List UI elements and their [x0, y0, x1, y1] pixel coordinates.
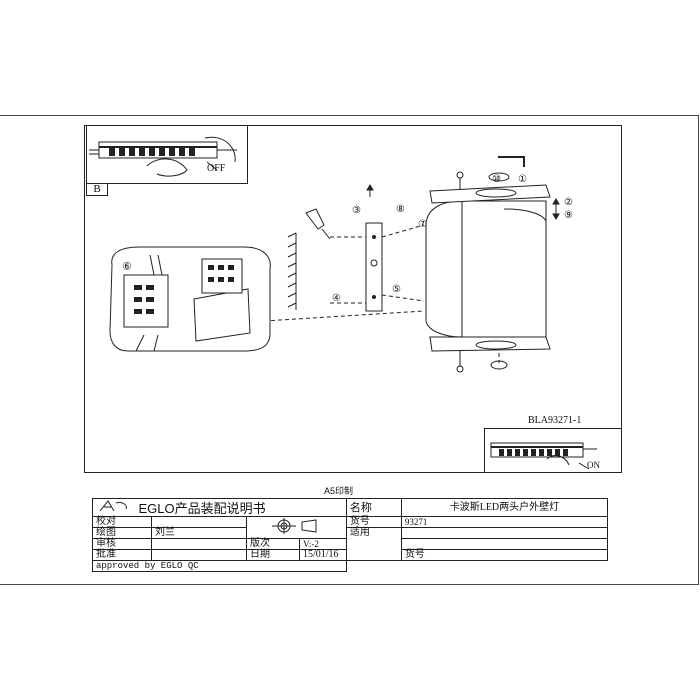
- eglo-logo-icon: [96, 499, 136, 515]
- callout-8: ⑧: [396, 204, 405, 215]
- top-cap: [429, 171, 551, 204]
- callout-6: ⑥: [122, 261, 132, 273]
- drawn-value: 刘兰: [151, 527, 247, 539]
- version-value: V:-2: [299, 538, 347, 550]
- projection-symbol-cell: [246, 516, 347, 539]
- callout-10: ⑩: [492, 174, 501, 185]
- approve-label: 批准: [92, 549, 152, 561]
- allen-key-icon: [498, 156, 525, 167]
- model-number: BLA93271-1: [528, 415, 582, 426]
- review-label: 审核: [92, 538, 152, 550]
- lamp-body: [425, 200, 547, 338]
- date-value: 15/01/16: [299, 549, 347, 561]
- callout-9: ⑨: [564, 210, 573, 221]
- callout-2: ②: [564, 197, 573, 208]
- name-label: 名称: [345, 498, 402, 517]
- applicable-label: 适用: [345, 527, 402, 561]
- mounting-bracket: [365, 222, 383, 312]
- projection-symbol-icon: [272, 518, 317, 534]
- version-label: 版次: [246, 538, 300, 550]
- drawing-frame: [84, 125, 622, 473]
- callout-1: ①: [518, 174, 527, 185]
- switch-on-illustration: [490, 442, 597, 470]
- drill-icon: [305, 208, 331, 240]
- on-label: ON: [587, 460, 600, 470]
- drawn-label: 绘图: [92, 527, 152, 539]
- callout-5: ⑤: [392, 284, 401, 295]
- article-value: 93271: [400, 516, 609, 528]
- approved-by-text: approved by EGLO QC: [92, 560, 347, 572]
- print-size-label: A5印制: [324, 486, 354, 496]
- junction-box-detail: [109, 246, 271, 352]
- adjust-arrows: [366, 184, 560, 220]
- panel-a-switch-off: OFF: [86, 125, 248, 184]
- date-label: 日期: [246, 549, 300, 561]
- section-b-label: B: [86, 182, 108, 196]
- wall-hatch: [287, 232, 297, 310]
- callout-4: ④: [332, 293, 341, 304]
- switch-off-illustration: [89, 136, 237, 177]
- panel-c-switch-on: ON: [484, 428, 622, 473]
- title-cell: EGLO产品装配说明书: [92, 498, 347, 517]
- off-label: OFF: [207, 163, 226, 174]
- article-label: 货号: [345, 516, 402, 528]
- callout-7: ⑦: [418, 219, 427, 230]
- name-value: 卡波斯LED两头户外壁灯: [400, 498, 609, 517]
- title-block: EGLO产品装配说明书 名称 卡波斯LED两头户外壁灯 校对 货号 93271 …: [92, 498, 609, 572]
- document-title: EGLO产品装配说明书: [138, 501, 266, 516]
- assembly-illustration: [109, 156, 560, 373]
- bottom-cap: [429, 336, 551, 373]
- drawing-sheet: [0, 115, 699, 585]
- callout-3: ③: [352, 205, 361, 216]
- applicable-article-label: 货号: [400, 549, 609, 561]
- proofread-label: 校对: [92, 516, 152, 528]
